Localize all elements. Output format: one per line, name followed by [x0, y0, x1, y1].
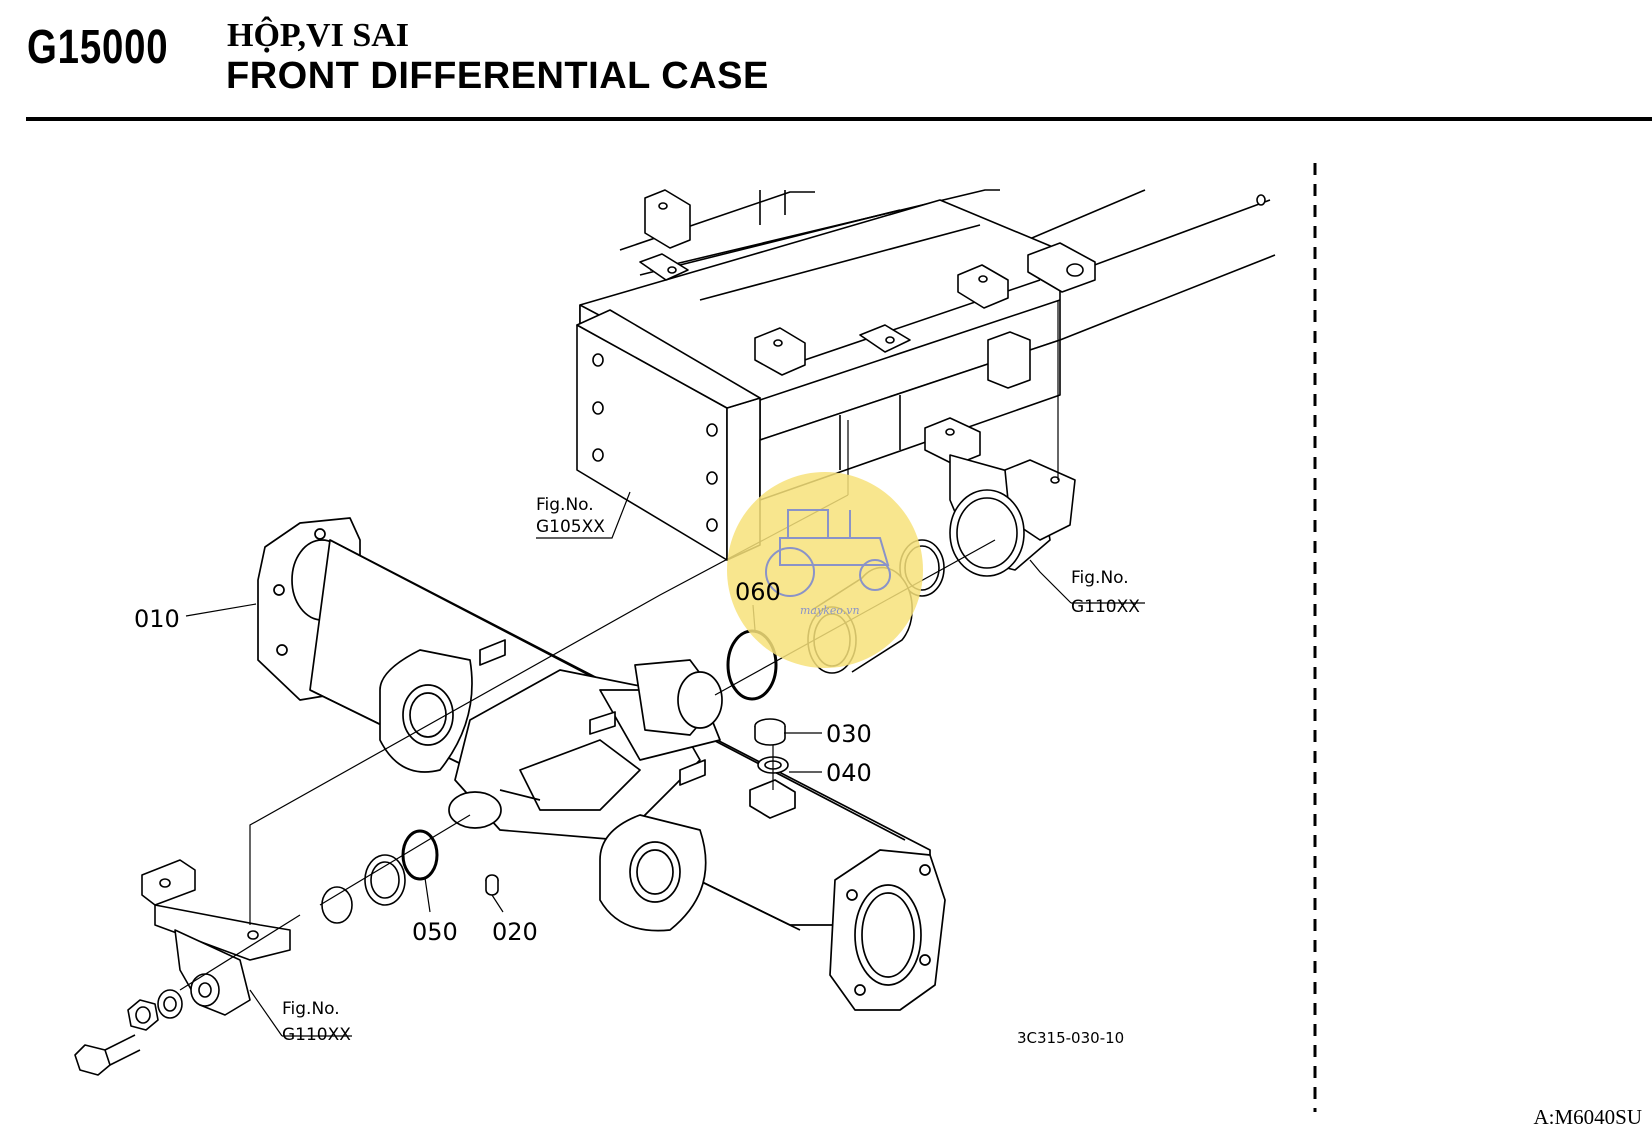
- figref-bracket-right-number: G110XX: [1071, 597, 1140, 617]
- watermark-logo: maykeo.vn: [727, 472, 923, 668]
- callout-040: 040: [826, 759, 872, 787]
- figref-bracket-right-label: Fig.No.: [1071, 568, 1129, 588]
- callout-010: 010: [134, 605, 180, 633]
- right-support-bracket: [899, 417, 1076, 597]
- axle-housing-010: [257, 517, 946, 1011]
- figure-code: G15000: [27, 21, 169, 74]
- figref-bracket-left-label: Fig.No.: [282, 999, 340, 1019]
- page-header: G15000 HỘP,VI SAI FRONT DIFFERENTIAL CAS…: [0, 0, 1652, 130]
- figref-frame-label: Fig.No.: [536, 495, 594, 515]
- small-parts: [321, 718, 789, 924]
- callout-020: 020: [492, 918, 538, 946]
- tractor-frame-drawing: [576, 189, 1276, 561]
- tractor-icon: [765, 509, 891, 597]
- figref-bracket-left-number: G110XX: [282, 1025, 351, 1045]
- title-vietnamese: HỘP,VI SAI: [227, 17, 410, 54]
- model-code: A:M6040SU: [1533, 1105, 1642, 1129]
- callout-060: 060: [735, 578, 781, 606]
- figref-frame-number: G105XX: [536, 517, 605, 537]
- callout-050: 050: [412, 918, 458, 946]
- title-english: FRONT DIFFERENTIAL CASE: [226, 55, 769, 97]
- watermark-circle: [727, 472, 923, 668]
- callout-030: 030: [826, 720, 872, 748]
- leader-lines: [185, 491, 1145, 1037]
- header-divider: [26, 117, 1652, 121]
- left-support-bracket: [74, 859, 291, 1076]
- svg-text:maykeo.vn: maykeo.vn: [800, 604, 860, 617]
- drawing-number: 3C315-030-10: [1017, 1029, 1124, 1047]
